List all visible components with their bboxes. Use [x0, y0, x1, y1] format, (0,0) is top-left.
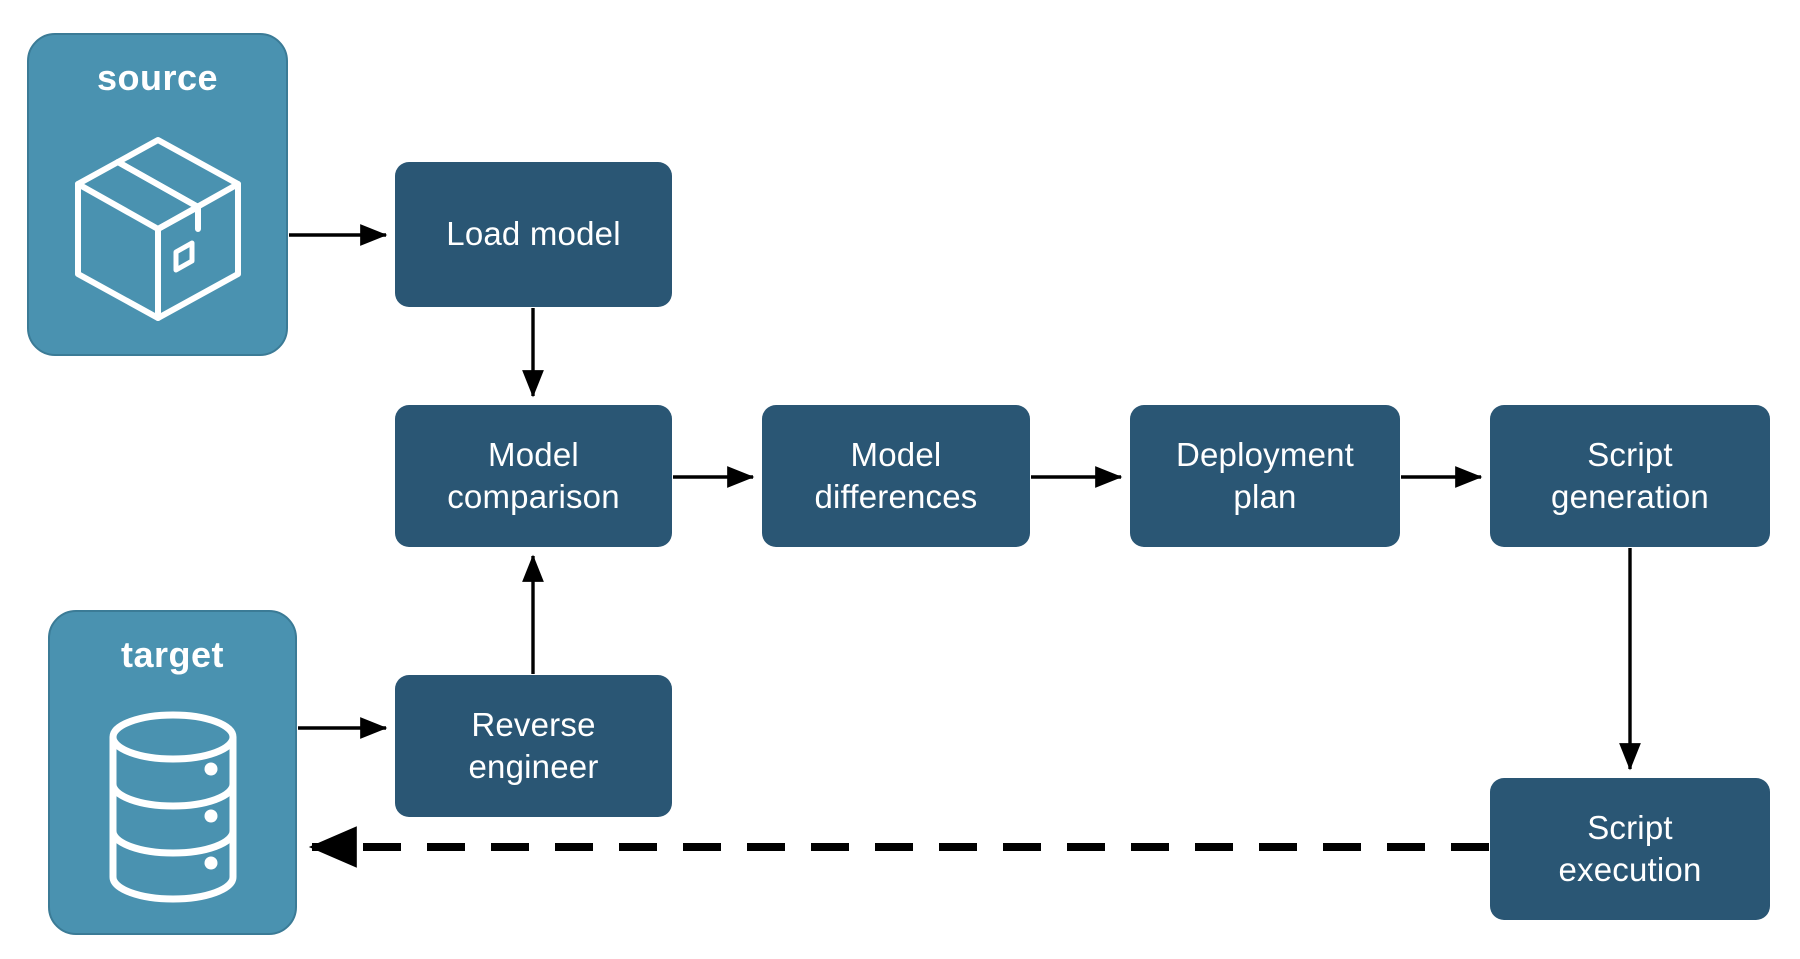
- process-script-generation-label: Script generation: [1551, 435, 1709, 515]
- process-script-execution[interactable]: Script execution: [1490, 778, 1770, 920]
- endpoint-source[interactable]: source: [27, 33, 288, 356]
- process-model-comparison[interactable]: Model comparison: [395, 405, 672, 547]
- process-model-differences[interactable]: Model differences: [762, 405, 1030, 547]
- database-cylinder-icon: [50, 680, 295, 933]
- process-model-comparison-label: Model comparison: [447, 435, 620, 515]
- endpoint-target-label: target: [120, 634, 225, 675]
- process-deployment-plan[interactable]: Deployment plan: [1130, 405, 1400, 547]
- process-deployment-plan-label: Deployment plan: [1175, 435, 1355, 515]
- package-box-icon: [29, 103, 286, 354]
- process-reverse-engineer[interactable]: Reverse engineer: [395, 675, 672, 817]
- process-load-model-label: Load model: [446, 215, 621, 253]
- process-script-execution-label: Script execution: [1558, 808, 1702, 888]
- endpoint-source-label: source: [96, 57, 219, 98]
- process-load-model[interactable]: Load model: [395, 162, 672, 307]
- process-script-generation[interactable]: Script generation: [1490, 405, 1770, 547]
- endpoint-target[interactable]: target: [48, 610, 297, 935]
- process-reverse-engineer-label: Reverse engineer: [468, 705, 599, 785]
- process-model-differences-label: Model differences: [814, 435, 978, 515]
